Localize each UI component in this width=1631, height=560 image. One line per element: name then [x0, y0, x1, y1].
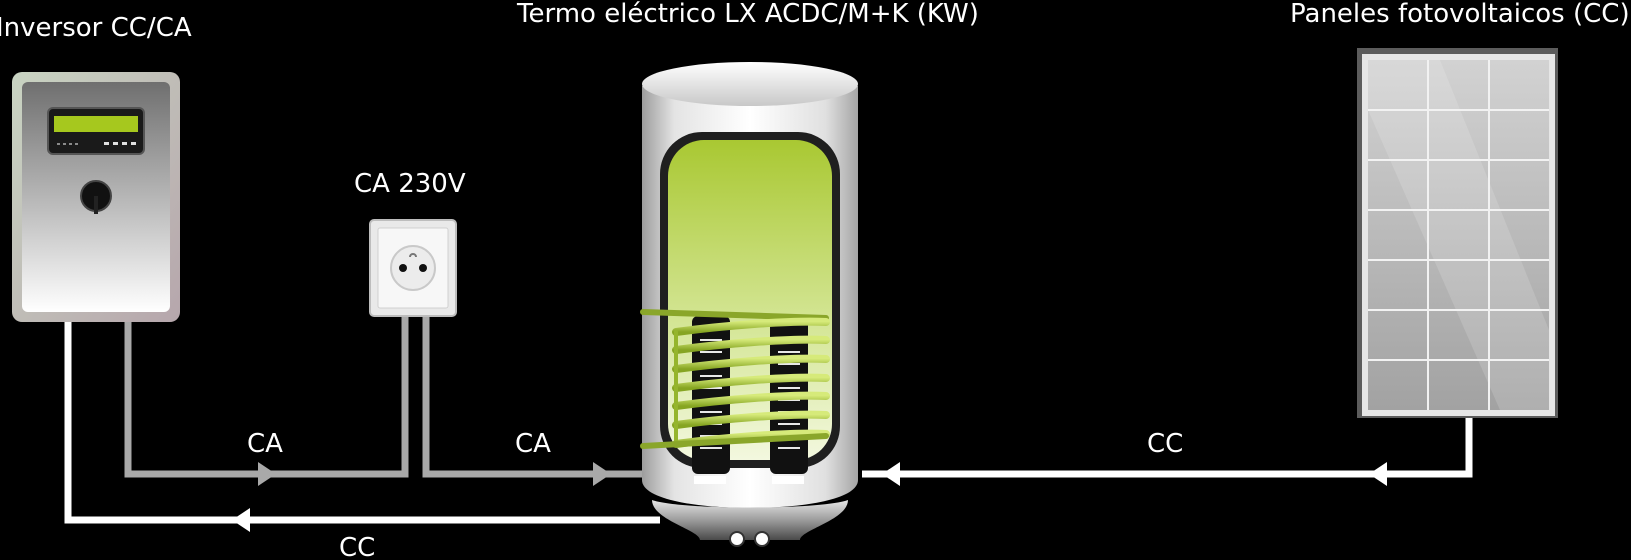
socket-label: CA 230V [354, 169, 466, 199]
socket-hole-right [419, 264, 427, 272]
ca-arrow-inverter [258, 462, 276, 486]
cc-arrow-panels [1369, 462, 1387, 486]
heating-element-left [692, 316, 730, 474]
socket-hole-left [399, 264, 407, 272]
water-heater [640, 62, 858, 547]
tank-top [642, 62, 858, 106]
wires [64, 312, 1473, 532]
cc-inverter-line-label: CC [339, 533, 375, 560]
tank-base-port-right [754, 531, 770, 547]
inverter [12, 72, 180, 322]
inverter-label: Inversor CC/CA [0, 13, 192, 43]
cc-arrow-inverter [232, 508, 250, 532]
heating-element-left-cap [694, 476, 726, 484]
panel-glass [1368, 60, 1549, 410]
heater-label: Termo eléctrico LX ACDC/M+K (KW) [516, 0, 979, 29]
panel-grid [1368, 60, 1549, 410]
cc-wire-panels-to-heater [862, 416, 1473, 478]
cc-arrow-heater-in [882, 462, 900, 486]
inverter-display-dots [57, 142, 136, 145]
ca-wire-socket-to-heater [422, 312, 660, 478]
ca-arrow-heater [593, 462, 611, 486]
ca-line-label-1: CA [247, 429, 283, 459]
cc-panels-line-label: CC [1147, 429, 1183, 459]
socket-outlet [390, 245, 436, 291]
tank-base [652, 500, 848, 540]
heat-exchanger-coil [640, 309, 830, 449]
panels-label: Paneles fotovoltaicos (CC) [1290, 0, 1630, 29]
socket-earth-pin [409, 253, 417, 258]
tank-base-port-left [729, 531, 745, 547]
inverter-display-screen [54, 116, 138, 132]
cc-wire-heater-to-inverter [64, 318, 660, 524]
ca-line-label-2: CA [515, 429, 551, 459]
solar-panel [1357, 48, 1558, 418]
panel-reflection [1368, 60, 1549, 410]
heating-element-right-cap [772, 476, 804, 484]
socket [369, 219, 457, 317]
